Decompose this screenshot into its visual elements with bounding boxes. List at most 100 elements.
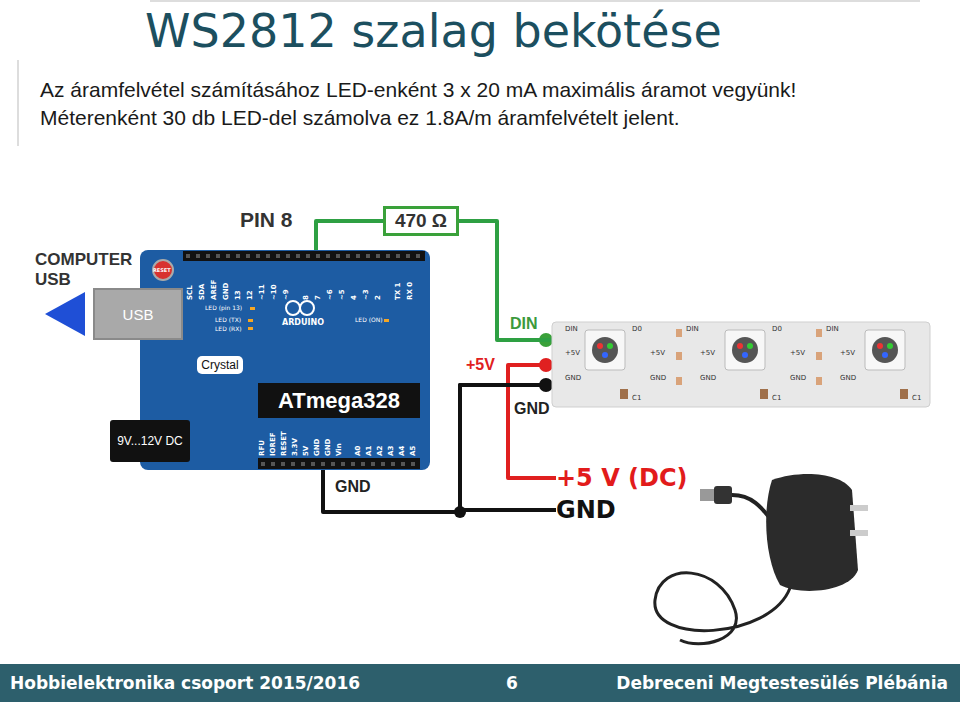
led-chip	[725, 330, 765, 370]
arduino-logo	[300, 301, 314, 315]
pin-number: SDA	[199, 284, 206, 300]
pin-number: RESET	[281, 431, 288, 456]
strip-base	[552, 322, 930, 407]
capacitor	[900, 389, 908, 399]
solder-pad	[816, 377, 822, 385]
power-adapter	[714, 486, 732, 504]
pin-hole	[276, 254, 280, 258]
led-chip	[865, 330, 905, 370]
pin-hole	[366, 254, 370, 258]
pad-label: D0	[632, 325, 642, 333]
led-chip	[732, 337, 758, 363]
pin-hole	[331, 462, 335, 466]
wire	[460, 385, 556, 510]
pin-number: RFU	[259, 440, 266, 456]
pin-hole	[386, 254, 390, 258]
solder-pad	[676, 377, 682, 385]
pin-number: 4	[351, 295, 358, 300]
power-adapter	[700, 489, 714, 501]
crystal-text: Crystal	[201, 358, 238, 372]
pin-number: A1	[366, 446, 373, 456]
pin-hole	[246, 254, 250, 258]
pin-number: ~6	[327, 289, 334, 300]
pad-label: DIN	[686, 325, 699, 333]
solder-pad	[676, 352, 682, 360]
pin-number: 13	[235, 290, 242, 300]
reset-button	[153, 260, 173, 280]
resistor-box-text: 470 Ω	[395, 210, 447, 232]
pad-label: +5V	[700, 349, 715, 357]
led-chip	[592, 337, 618, 363]
led-chip	[747, 343, 753, 349]
pin-number: Vin	[336, 443, 343, 456]
pin-hole	[291, 462, 295, 466]
pin-number: ~11	[259, 284, 266, 300]
pad-label: GND	[650, 374, 666, 382]
power-adapter	[850, 505, 868, 511]
pin-number: SCL	[187, 285, 194, 300]
slide-title: WS2812 szalag bekötése	[145, 4, 722, 58]
pin-number: 5V	[303, 446, 310, 456]
solder-pad	[816, 352, 822, 360]
pin-hole	[321, 462, 325, 466]
pin-hole	[306, 254, 310, 258]
led-indicator	[248, 319, 253, 322]
pin-number: A4	[399, 446, 406, 456]
page-number: 6	[506, 673, 518, 693]
title-rule	[18, 1, 920, 146]
dc-jack: 9V...12V DC	[110, 420, 190, 462]
led-chip	[607, 343, 613, 349]
signal-label: GND	[514, 400, 550, 418]
power-adapter-output-text: GND	[556, 494, 690, 526]
power-adapter	[850, 530, 868, 536]
pin-number: IOREF	[270, 432, 277, 456]
footer-text: Debreceni Megtestesülés Plébánia	[616, 673, 948, 693]
pin-hole	[341, 462, 345, 466]
led-indicator	[250, 307, 255, 310]
led-strip-text: GND	[565, 374, 581, 382]
arduino-board-text: ARDUINO	[282, 318, 324, 327]
title-rule	[150, 1, 920, 2]
pin-hole	[271, 462, 275, 466]
pin-hole	[301, 462, 305, 466]
solder-pad	[816, 329, 822, 337]
pin-hole	[406, 254, 410, 258]
usb-arrow	[45, 292, 85, 336]
pad-label: +5V	[840, 349, 855, 357]
pin-number: GND	[223, 283, 230, 300]
led-chip	[872, 337, 898, 363]
led-chip	[602, 352, 608, 358]
microcontroller-chip-text: ATmega328	[278, 388, 400, 414]
led-chip	[597, 343, 603, 349]
pin-hole	[356, 254, 360, 258]
wire	[316, 221, 383, 250]
pad-label: C1	[912, 394, 921, 402]
pin-number: GND	[314, 439, 321, 456]
pin-hole	[336, 254, 340, 258]
resistor-box: 470 Ω	[383, 206, 459, 236]
pin-number: ~3	[363, 289, 370, 300]
wire	[459, 221, 552, 340]
power-adapter	[655, 573, 790, 644]
solder-pad	[676, 329, 682, 337]
led-strip: DIN +5V GND	[552, 322, 930, 407]
led-chip	[887, 343, 893, 349]
dc-jack-text: 9V...12V DC	[117, 434, 183, 448]
note-text: Az áramfelvétel számításához LED-enként …	[40, 78, 796, 102]
pin-hole	[396, 254, 400, 258]
pin-number: 3.3V	[292, 438, 299, 456]
pad-label: GND	[790, 374, 806, 382]
pin-hole	[206, 254, 210, 258]
pad-label: DIN	[826, 325, 839, 333]
pin-number: A3	[388, 446, 395, 456]
pin-hole	[371, 462, 375, 466]
pin-hole	[281, 462, 285, 466]
pin-hole	[256, 254, 260, 258]
power-adapter	[655, 474, 868, 644]
pin-hole	[381, 462, 385, 466]
pin-hole	[376, 254, 380, 258]
pin-hole	[326, 254, 330, 258]
pin-hole	[346, 254, 350, 258]
pin-header	[183, 251, 425, 261]
pin-hole	[411, 462, 415, 466]
